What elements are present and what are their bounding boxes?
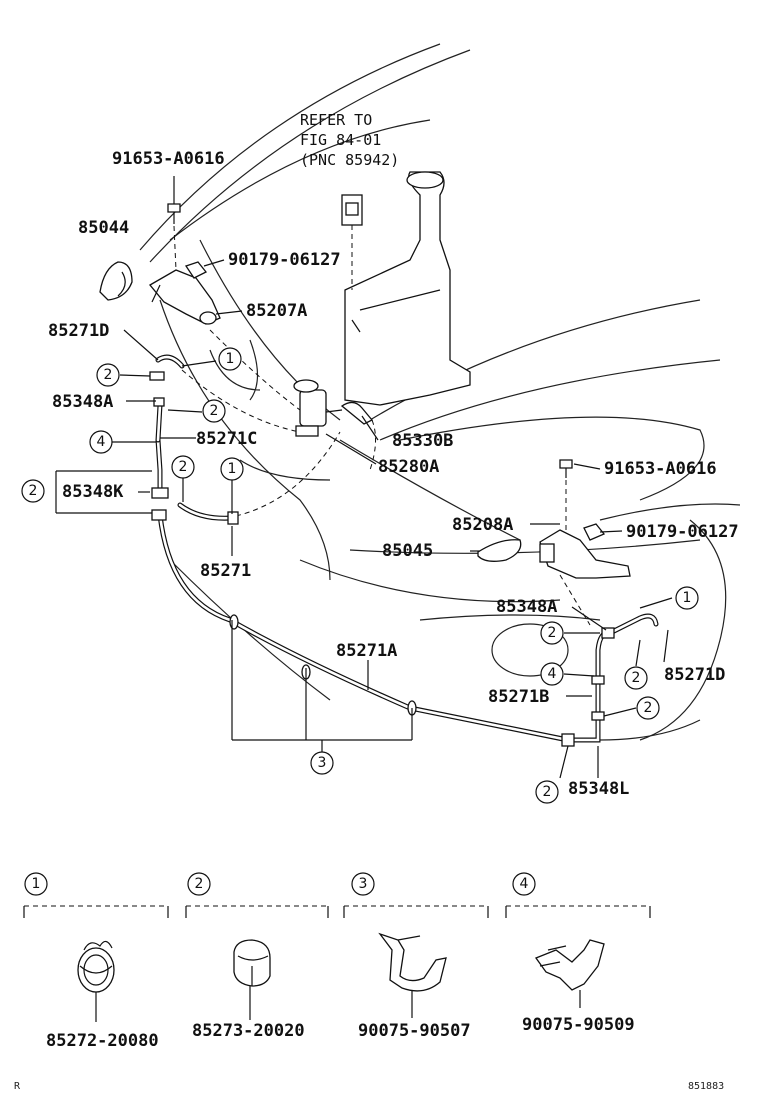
left-clip [184, 261, 208, 279]
callout-nozzle-left: 85207A [246, 301, 307, 321]
legend-part-2: 85273-20020 [192, 1021, 305, 1041]
marker-2-a: 2 [96, 363, 120, 387]
callout-cap-left: 85044 [78, 218, 129, 238]
legend-part-1: 85272-20080 [46, 1031, 159, 1051]
marker-4-b: 4 [540, 662, 564, 686]
hose-clamp-icon [77, 940, 115, 993]
right-cap-85045 [477, 539, 522, 562]
clip-ring-icon [233, 939, 271, 987]
marker-3: 3 [310, 751, 334, 775]
legend-item-4: 4 90075-90509 [505, 872, 651, 1035]
svg-text:2: 2 [195, 876, 204, 892]
left-nozzle [149, 269, 221, 325]
washer-pump [293, 379, 343, 437]
marker-2-f: 2 [624, 666, 648, 690]
marker-1-a: 1 [218, 347, 242, 371]
legend-part-4: 90075-90509 [522, 1015, 635, 1035]
svg-text:1: 1 [32, 876, 41, 892]
svg-text:2: 2 [179, 459, 188, 475]
marker-1-c: 1 [675, 586, 699, 610]
hose-clip-icon [378, 932, 447, 992]
svg-text:2: 2 [210, 403, 219, 419]
svg-text:1: 1 [683, 590, 692, 606]
marker-1-b: 1 [220, 457, 244, 481]
svg-text:2: 2 [644, 700, 653, 716]
callout-joint-k: 85348K [62, 482, 124, 502]
svg-text:4: 4 [520, 876, 529, 892]
legend-item-1: 1 85272-20080 [23, 872, 169, 1051]
right-clip [583, 523, 606, 541]
legend-part-3: 90075-90507 [358, 1021, 471, 1041]
marker-2-h: 2 [535, 780, 559, 804]
reference-line-3: (PNC 85942) [300, 151, 399, 169]
svg-text:4: 4 [548, 666, 557, 682]
callout-hose-b: 85271B [488, 687, 549, 707]
marker-2-g: 2 [636, 696, 660, 720]
callout-hose-d-right: 85271D [664, 665, 725, 685]
svg-text:2: 2 [29, 483, 38, 499]
callout-clip-right: 90179-06127 [626, 522, 739, 542]
reference-line-2: FIG 84-01 [300, 131, 381, 149]
svg-text:4: 4 [97, 434, 106, 450]
svg-text:1: 1 [228, 461, 237, 477]
marker-2-e: 2 [540, 621, 564, 645]
left-bolt [167, 203, 181, 271]
svg-text:3: 3 [318, 755, 327, 771]
washer-tank [341, 171, 471, 406]
svg-text:2: 2 [543, 784, 552, 800]
leader-lines [55, 176, 673, 779]
callout-joint-l: 85348L [568, 779, 629, 799]
callout-joint-a-right: 85348A [496, 597, 557, 617]
callout-hose-c: 85271C [196, 429, 257, 449]
corner-mark: R [14, 1081, 21, 1092]
svg-text:2: 2 [104, 367, 113, 383]
right-nozzle [539, 529, 631, 579]
callout-nozzle-right: 85208A [452, 515, 513, 535]
callout-hose-a: 85271A [336, 641, 397, 661]
callout-bolt-left: 91653-A0616 [112, 149, 225, 169]
reference-line-1: REFER TO [300, 111, 372, 129]
marker-2-d: 2 [171, 455, 195, 479]
svg-text:3: 3 [359, 876, 368, 892]
callout-hose-main: 85271 [200, 561, 251, 581]
callout-clip-left: 90179-06127 [228, 250, 341, 270]
callout-joint-b: 85330B [392, 431, 453, 451]
callout-cap-right: 85045 [382, 541, 433, 561]
left-cap-85044 [99, 261, 133, 301]
legend-item-2: 2 85273-20020 [185, 872, 329, 1041]
marker-4-a: 4 [89, 430, 113, 454]
hose-holder-icon [534, 939, 605, 991]
callout-pump: 85280A [378, 457, 439, 477]
right-bolt [559, 459, 573, 530]
legend-item-3: 3 90075-90507 [343, 872, 489, 1041]
legend: 1 85272-20080 2 85273-20020 [23, 872, 651, 1051]
figure-code: 851883 [688, 1081, 724, 1092]
svg-text:1: 1 [226, 351, 235, 367]
callout-bolt-right: 91653-A0616 [604, 459, 717, 479]
marker-2-b: 2 [202, 399, 226, 423]
callout-joint-a-left: 85348A [52, 392, 113, 412]
svg-text:2: 2 [632, 670, 641, 686]
callout-hose-d-left: 85271D [48, 321, 109, 341]
marker-2-c: 2 [21, 479, 45, 503]
svg-text:2: 2 [548, 625, 557, 641]
joint-85330b [340, 401, 374, 425]
